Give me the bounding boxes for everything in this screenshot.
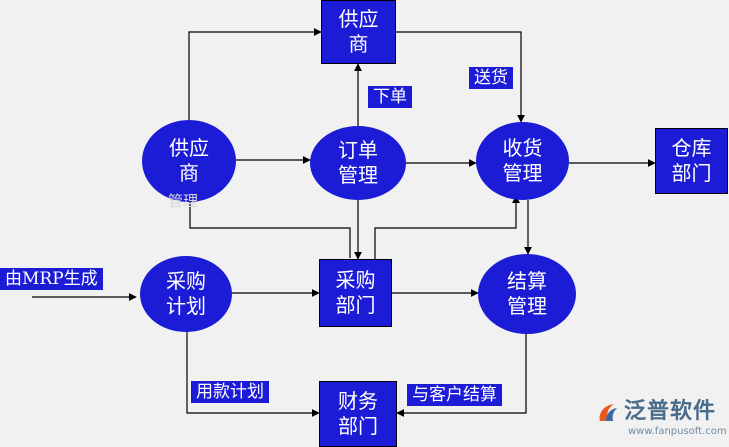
payment-plan-label: 用款计划: [191, 381, 269, 403]
brand-name: 泛普软件: [624, 399, 717, 424]
arrow-supplier-to-receiving: [396, 31, 525, 123]
arrow-settlement-to-finance: [396, 334, 527, 417]
from-mrp-label: 由MRP生成: [0, 268, 103, 290]
arrow-purchase-dept-to-supplier-mgmt: [186, 191, 351, 258]
settlement-management-node[interactable]: 结算 管理: [478, 254, 576, 334]
finance-department-node[interactable]: 财务 部门: [319, 381, 397, 447]
arrow-plan-to-finance: [186, 332, 320, 417]
order-management-node[interactable]: 订单 管理: [310, 126, 406, 200]
brand-logo: 泛普软件 www.fanpusoft.com: [596, 399, 727, 439]
brand-url: www.fanpusoft.com: [628, 426, 727, 437]
customer-settlement-label: 与客户结算: [407, 384, 502, 406]
supplier-management-node[interactable]: 供应 商: [142, 120, 236, 202]
receiving-management-node[interactable]: 收货 管理: [476, 122, 569, 200]
delivery-label: 送货: [469, 67, 513, 89]
supplier-management-overflow-text: 管理: [168, 192, 199, 210]
arrow-supplier-mgmt-to-supplier: [188, 28, 322, 120]
fanpu-logo-icon: [599, 404, 617, 421]
purchasing-department-node[interactable]: 采购 部门: [319, 259, 392, 327]
place-order-label: 下单: [368, 86, 412, 108]
arrow-purchase-dept-to-receiving: [374, 195, 520, 259]
supplier-node[interactable]: 供应 商: [321, 0, 396, 64]
purchase-plan-node[interactable]: 采购 计划: [140, 256, 232, 332]
warehouse-department-node[interactable]: 仓库 部门: [655, 128, 728, 194]
